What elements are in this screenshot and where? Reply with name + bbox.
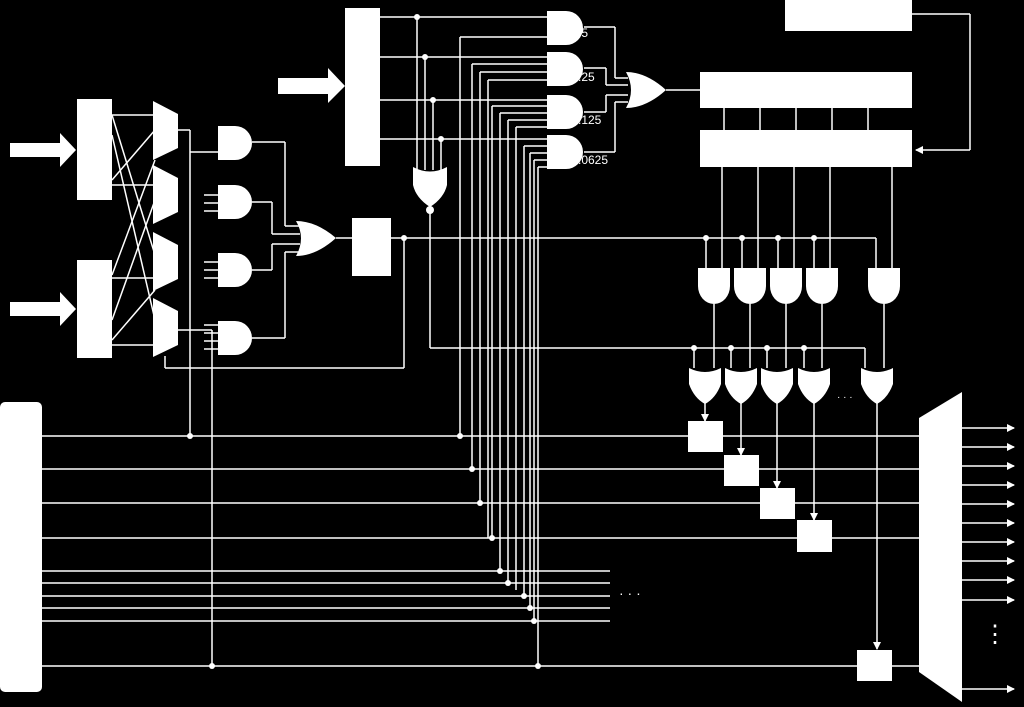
mux-icon — [153, 232, 178, 291]
input-arrow-icon — [10, 133, 76, 167]
top-right-register — [785, 0, 912, 31]
cell-2 — [760, 488, 795, 519]
or-gate-icon — [861, 368, 893, 404]
and-gate-icon — [218, 185, 252, 219]
and-gate-icon — [218, 253, 252, 287]
and-gate-icon — [734, 268, 766, 304]
bus-register — [0, 402, 42, 692]
or-gate-icon — [689, 368, 721, 404]
input-arrow-icon — [278, 68, 345, 103]
output-mux-icon — [919, 392, 962, 702]
and-gate-icon — [868, 268, 900, 304]
weight-label-2: .125 — [578, 113, 602, 127]
nor-bubble — [426, 206, 434, 214]
mux-icon — [153, 101, 178, 160]
nor-gate-icon — [413, 167, 447, 207]
junction-dots — [187, 14, 817, 669]
and-gate-icon — [218, 321, 252, 355]
or-gate-icon — [725, 368, 757, 404]
input-register-b — [77, 260, 112, 358]
mux-icon — [153, 165, 178, 224]
weight-label-0: .5 — [578, 26, 588, 40]
or-gate-icon — [798, 368, 830, 404]
and-gate-icon — [698, 268, 730, 304]
and-gate-icon — [547, 135, 583, 169]
cell-3 — [797, 520, 832, 552]
weight-label-1: .25 — [578, 70, 595, 84]
mux-icon — [153, 298, 178, 357]
ellipsis-bus: · · · — [619, 585, 641, 601]
and-gate-icon — [806, 268, 838, 304]
weight-label-3: .0625 — [578, 153, 608, 167]
ellipsis-or-row: · · · — [837, 392, 853, 403]
and-gate-icon — [770, 268, 802, 304]
and-gate-icon — [547, 11, 583, 45]
ellipsis-outputs: ⋮ — [983, 621, 1007, 648]
counter-register — [345, 8, 380, 166]
or-gate-icon — [296, 221, 336, 256]
wires — [42, 13, 1015, 693]
cell-0 — [688, 421, 723, 452]
accumulator-register — [700, 72, 912, 108]
cell-n — [857, 650, 892, 681]
or-gate-icon — [761, 368, 793, 404]
shift-register — [700, 130, 912, 167]
input-register-a — [77, 99, 112, 200]
or-gate-icon — [626, 72, 666, 108]
state-register — [352, 218, 391, 276]
and-gate-icon — [547, 95, 583, 129]
and-gate-icon — [218, 126, 252, 160]
and-gate-icon — [547, 52, 583, 86]
cell-1 — [724, 455, 759, 486]
input-arrow-icon — [10, 292, 76, 326]
